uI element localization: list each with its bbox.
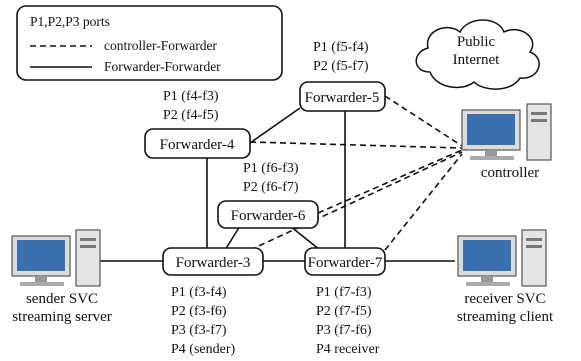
forwarder-7-label: Forwarder-7 [308, 255, 383, 271]
computer-icon [461, 103, 552, 161]
ports-f7: P1 (f7-f3) P2 (f7-f5) P3 (f7-f6) P4 rece… [316, 285, 380, 357]
port-label: P3 (f7-f6) [316, 323, 372, 338]
port-label: P3 (f3-f7) [171, 323, 227, 338]
legend-box [16, 5, 283, 81]
port-label: P2 (f3-f6) [171, 304, 227, 319]
sender-label-line1: sender SVC [26, 291, 98, 307]
ctrl-link-f6 [317, 149, 463, 214]
forwarder-4[interactable]: Forwarder-4 [144, 128, 251, 159]
port-label: P4 receiver [316, 342, 380, 357]
legend: P1,P2,P3 ports controller-Forwarder Forw… [16, 5, 283, 81]
ctrl-link-f7 [384, 153, 463, 251]
forwarder-3-label: Forwarder-3 [176, 255, 251, 271]
forwarder-6-label: Forwarder-6 [231, 208, 306, 224]
ports-f4: P1 (f4-f3) P2 (f4-f5) [163, 89, 219, 123]
ctrl-link-f5 [384, 95, 463, 147]
forwarder-5-box [299, 81, 386, 112]
forwarder-3[interactable]: Forwarder-3 [162, 247, 264, 276]
receiver-computer[interactable]: receiver SVC streaming client [457, 229, 554, 325]
forwarder-6-box [217, 200, 319, 229]
controller-label: controller [481, 165, 539, 181]
cloud-line2: Internet [453, 52, 500, 68]
link-f6-f3 [224, 225, 241, 251]
sender-label-line2: streaming server [12, 309, 112, 325]
receiver-label-line2: streaming client [457, 309, 554, 325]
computer-icon [457, 229, 547, 287]
port-label: P1 (f6-f3) [243, 161, 299, 176]
ctrl-link-f3 [249, 151, 463, 251]
forwarder-4-box [144, 128, 251, 159]
cloud-line1: Public [457, 34, 496, 50]
link-f6-f7 [289, 225, 321, 251]
port-label: P2 (f5-f7) [313, 59, 369, 74]
ports-f5: P1 (f5-f4) P2 (f5-f7) [313, 40, 369, 74]
port-label: P1 (f3-f4) [171, 285, 227, 300]
ctrl-link-f4 [249, 141, 463, 149]
port-label: P2 (f6-f7) [243, 180, 299, 195]
port-label: P2 (f4-f5) [163, 108, 219, 123]
computer-icon [11, 229, 101, 287]
ports-f6: P1 (f6-f3) P2 (f6-f7) [243, 161, 299, 195]
forwarder-links [100, 107, 455, 262]
controller-computer[interactable]: controller [461, 103, 552, 181]
forwarder-6[interactable]: Forwarder-6 [217, 200, 319, 229]
forwarder-3-box [162, 247, 264, 276]
public-internet-cloud: Public Internet [415, 19, 540, 90]
port-label: P1 (f7-f3) [316, 285, 372, 300]
legend-forwarder-label: Forwarder-Forwarder [104, 59, 221, 74]
controller-links [249, 95, 463, 251]
forwarder-5-label: Forwarder-5 [305, 90, 380, 106]
port-label: P4 (sender) [171, 342, 235, 357]
port-label: P1 (f4-f3) [163, 89, 219, 104]
legend-ports-label: P1,P2,P3 ports [30, 14, 110, 29]
ports-f3: P1 (f3-f4) P2 (f3-f6) P3 (f3-f7) P4 (sen… [171, 285, 235, 357]
legend-controller-label: controller-Forwarder [104, 38, 217, 53]
sender-computer[interactable]: sender SVC streaming server [11, 229, 112, 325]
port-label: P1 (f5-f4) [313, 40, 369, 55]
forwarder-7-box [304, 247, 386, 276]
link-f4-f5 [249, 107, 301, 144]
receiver-label-line1: receiver SVC [464, 291, 545, 307]
forwarder-7[interactable]: Forwarder-7 [304, 247, 386, 276]
forwarder-5[interactable]: Forwarder-5 [299, 81, 386, 112]
port-label: P2 (f7-f5) [316, 304, 372, 319]
forwarder-4-label: Forwarder-4 [160, 137, 235, 153]
cloud-icon [415, 19, 540, 90]
